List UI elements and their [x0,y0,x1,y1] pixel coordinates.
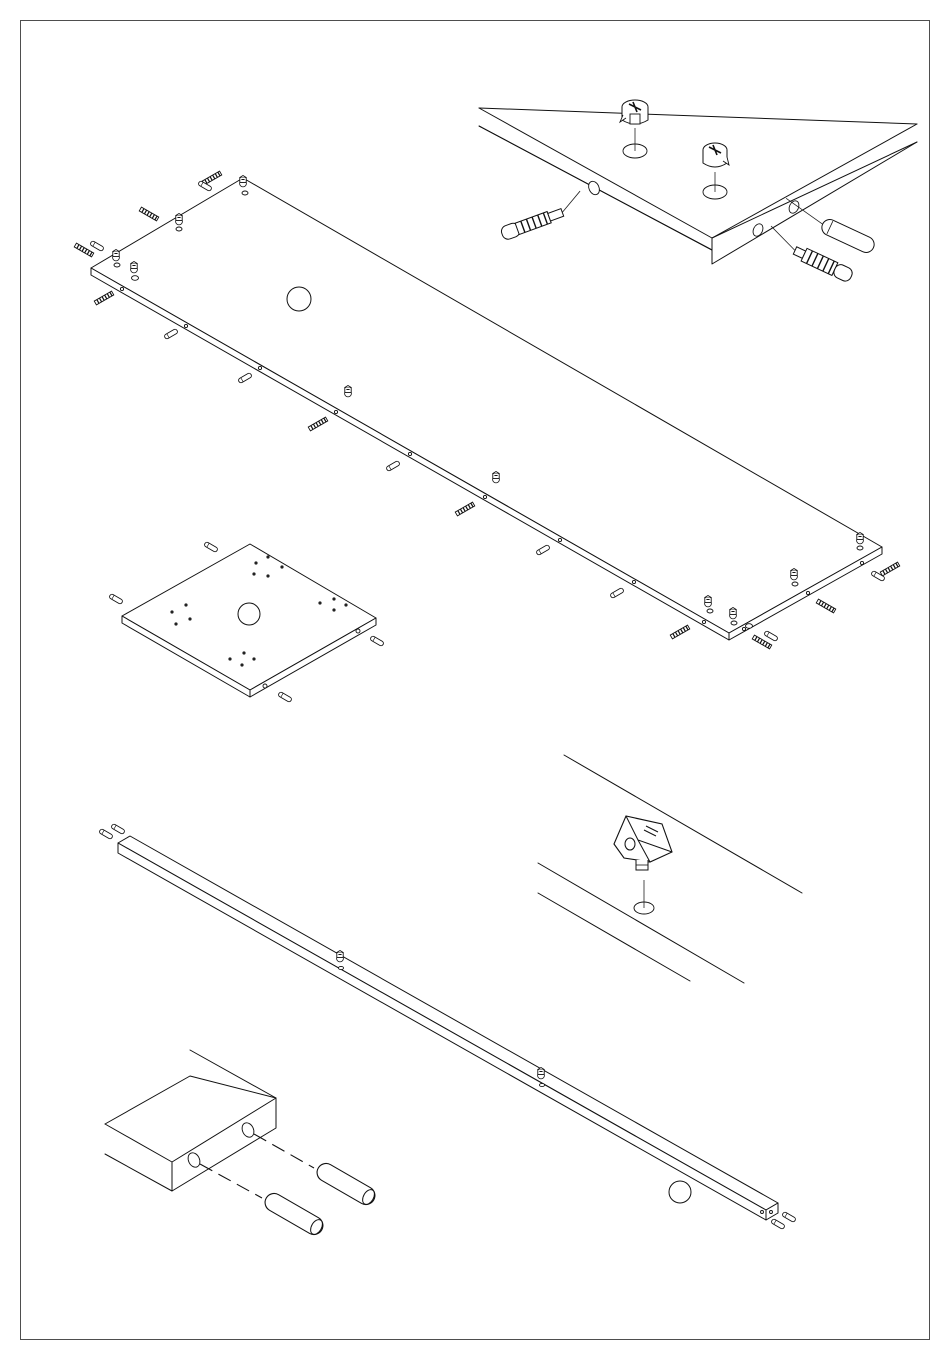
dowel-detail [105,1050,378,1238]
square-panel [109,541,385,702]
square-panel-part-label [238,603,260,625]
cam-lock-detail [479,100,917,283]
top-panel-surface [91,178,882,633]
hardware-detail [538,755,802,983]
top-panel-part-label [287,287,311,311]
cam-lock-icon [620,100,648,124]
hardware-detail-icon [614,816,672,870]
connector-bolt-icon [497,191,587,241]
dowel-icon [262,1190,326,1238]
dowel-icon [314,1160,378,1208]
cam-lock-icon [703,143,729,167]
rail-part-label [669,1181,691,1203]
